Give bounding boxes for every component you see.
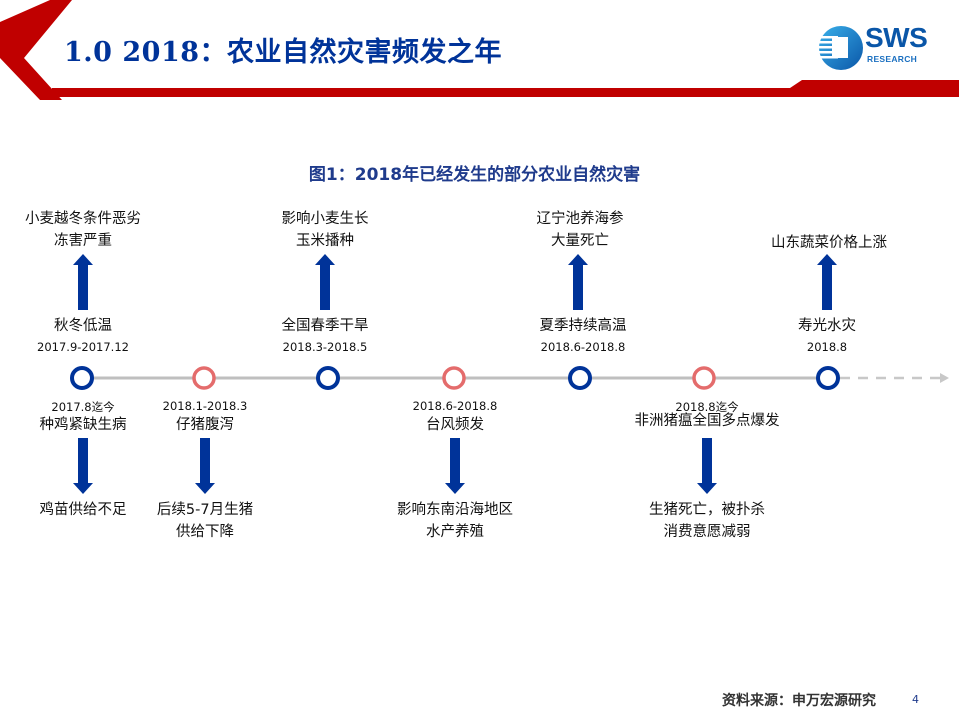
impact-text: 影响小麦生长 (281, 211, 369, 227)
page-number: 4 (912, 693, 919, 706)
event-title: 非洲猪瘟全国多点爆发 (634, 413, 780, 429)
event-period: 2018.3-2018.5 (282, 340, 368, 354)
sws-logo-icon (818, 26, 863, 70)
impact-text: 供给下降 (176, 524, 234, 540)
impact-text: 冻害严重 (54, 233, 112, 249)
event-period: 2018.1-2018.3 (162, 399, 248, 413)
arrow-up-icon (73, 254, 93, 310)
header-red-bar (52, 80, 959, 97)
header-decoration (0, 0, 959, 100)
arrow-up-icon (568, 254, 588, 310)
timeline-node-3 (316, 366, 340, 390)
arrow-down-icon (73, 438, 93, 494)
arrow-up-icon (817, 254, 837, 310)
event-title: 仔猪腹泻 (176, 417, 234, 433)
timeline-node-6 (692, 366, 716, 390)
arrow-down-icon (195, 438, 215, 494)
event-title: 台风频发 (426, 417, 484, 433)
impact-text: 山东蔬菜价格上涨 (771, 235, 887, 251)
source-note: 资料来源：申万宏源研究 (722, 693, 876, 709)
timeline-node-1 (70, 366, 94, 390)
impact-text: 后续5-7月生猪 (156, 502, 254, 518)
logo-text: SWS (865, 22, 928, 53)
logo-subtitle: RESEARCH (867, 54, 918, 64)
arrow-up-icon (315, 254, 335, 310)
impact-text: 大量死亡 (551, 233, 609, 249)
impact-text: 生猪死亡，被扑杀 (649, 502, 765, 518)
impact-text: 水产养殖 (426, 524, 484, 540)
impact-text: 消费意愿减弱 (663, 524, 751, 540)
event-period: 2018.8迄今 (675, 400, 739, 414)
impact-text: 辽宁池养海参 (536, 211, 624, 227)
event-title: 夏季持续高温 (539, 318, 627, 334)
impact-text: 小麦越冬条件恶劣 (25, 211, 141, 227)
sws-logo: SWS RESEARCH (818, 22, 943, 72)
impact-text: 玉米播种 (296, 233, 354, 249)
event-period: 2017.8迄今 (51, 400, 115, 414)
event-period: 2017.9-2017.12 (37, 340, 129, 354)
figure-title: 图1：2018年已经发生的部分农业自然灾害 (308, 165, 641, 185)
event-period: 2018.6-2018.8 (540, 340, 626, 354)
impact-text: 影响东南沿海地区 (397, 502, 513, 518)
header-chevron (0, 0, 72, 100)
impact-text: 鸡苗供给不足 (39, 502, 127, 518)
event-title: 种鸡紧缺生病 (39, 417, 127, 433)
event-title: 寿光水灾 (798, 318, 856, 334)
arrow-down-icon (697, 438, 717, 494)
timeline-arrowhead (940, 373, 949, 383)
event-period: 2018.6-2018.8 (412, 399, 498, 413)
timeline-node-2 (192, 366, 216, 390)
timeline-node-7 (816, 366, 840, 390)
page-title: 1.0 2018：农业自然灾害频发之年 (64, 37, 503, 68)
event-title: 秋冬低温 (54, 318, 112, 334)
timeline-node-4 (442, 366, 466, 390)
event-period: 2018.8 (806, 340, 848, 354)
event-title: 全国春季干旱 (281, 318, 369, 334)
timeline-node-5 (568, 366, 592, 390)
arrow-down-icon (445, 438, 465, 494)
